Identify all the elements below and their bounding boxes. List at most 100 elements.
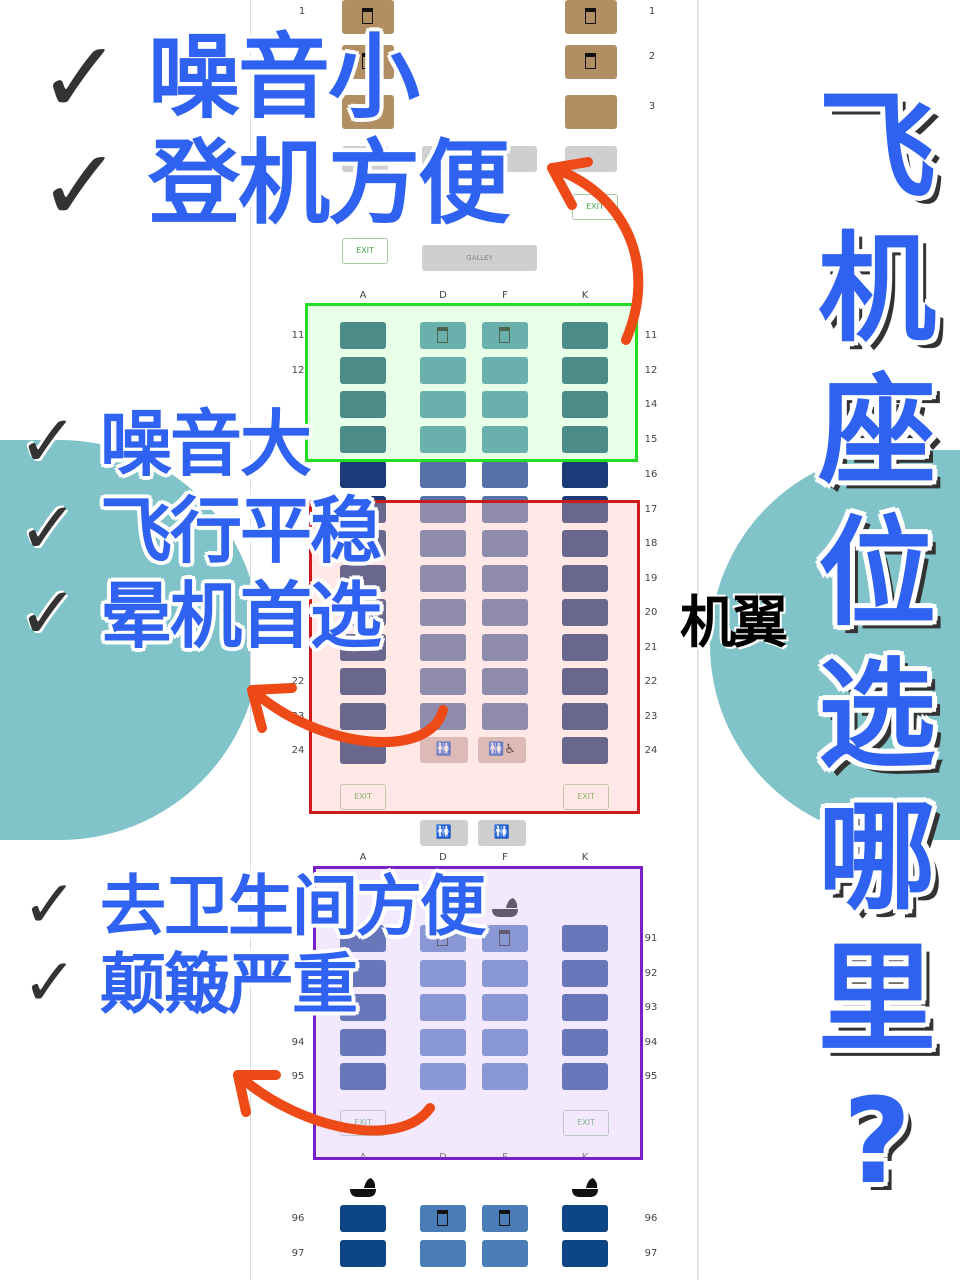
seat-95K[interactable]: [562, 1063, 608, 1090]
seat-16A[interactable]: [340, 461, 386, 488]
exit-sign: EXIT: [340, 784, 386, 810]
seat-97A[interactable]: [340, 1239, 386, 1267]
seat-92F[interactable]: [482, 959, 528, 987]
seat-93K[interactable]: [562, 994, 608, 1021]
seat-3A[interactable]: [342, 95, 394, 129]
seat-12A[interactable]: [340, 356, 386, 384]
bassinet-icon: [572, 1178, 598, 1197]
row-number: 12: [644, 364, 658, 376]
seat-95D[interactable]: [420, 1063, 466, 1090]
check-icon: ✓: [38, 127, 122, 244]
seat-94A[interactable]: [340, 1028, 386, 1056]
seat-11D[interactable]: [420, 322, 466, 349]
seat-11K[interactable]: [562, 322, 608, 349]
seat-22K[interactable]: [562, 668, 608, 695]
seat-21K[interactable]: [562, 633, 608, 661]
seat-97K[interactable]: [562, 1239, 608, 1267]
note-restroom-convenient: 去卫生间方便: [100, 868, 486, 945]
row-number: 95: [291, 1071, 305, 1082]
seat-97D[interactable]: [420, 1239, 466, 1267]
seat-20A[interactable]: [340, 599, 386, 626]
seat-16D[interactable]: [420, 461, 466, 488]
seat-22D[interactable]: [420, 668, 466, 695]
seat-96F[interactable]: [482, 1205, 528, 1232]
seat-94D[interactable]: [420, 1028, 466, 1056]
seat-16F[interactable]: [482, 461, 528, 488]
seat-22F[interactable]: [482, 668, 528, 695]
row-number: 1: [648, 6, 656, 17]
row-number: 94: [644, 1036, 658, 1048]
seat-19F[interactable]: [482, 564, 528, 592]
seat-23K[interactable]: [562, 702, 608, 730]
row-number: 96: [644, 1213, 658, 1224]
seat-91K[interactable]: [562, 925, 608, 952]
seat-24K[interactable]: [562, 737, 608, 764]
seat-3K[interactable]: [565, 95, 617, 129]
seat-15K[interactable]: [562, 425, 608, 453]
seat-93F[interactable]: [482, 994, 528, 1021]
seat-2K[interactable]: [565, 45, 617, 79]
seat-91A[interactable]: [340, 925, 386, 952]
seat-95A[interactable]: [340, 1063, 386, 1090]
row-number: 24: [291, 745, 305, 756]
seat-20D[interactable]: [420, 599, 466, 626]
seat-19K[interactable]: [562, 564, 608, 592]
seat-22A[interactable]: [340, 668, 386, 695]
seat-16K[interactable]: [562, 461, 608, 488]
seat-18F[interactable]: [482, 530, 528, 557]
seat-92A[interactable]: [340, 959, 386, 987]
seat-21F[interactable]: [482, 633, 528, 661]
seat-19D[interactable]: [420, 564, 466, 592]
seat-12D[interactable]: [420, 356, 466, 384]
seat-96K[interactable]: [562, 1205, 608, 1232]
seat-18D[interactable]: [420, 530, 466, 557]
row-number: 93: [644, 1002, 658, 1013]
seat-14D[interactable]: [420, 391, 466, 418]
seat-15A[interactable]: [340, 425, 386, 453]
seat-1K[interactable]: [565, 0, 617, 34]
seat-94F[interactable]: [482, 1028, 528, 1056]
seat-15D[interactable]: [420, 425, 466, 453]
seat-97F[interactable]: [482, 1239, 528, 1267]
seat-91D[interactable]: [420, 925, 466, 952]
seat-91F[interactable]: [482, 925, 528, 952]
seat-11A[interactable]: [340, 322, 386, 349]
row-number: 14: [644, 399, 658, 410]
seat-12K[interactable]: [562, 356, 608, 384]
seat-19A[interactable]: [340, 564, 386, 592]
check-icon: ✓: [22, 944, 78, 1021]
seat-21D[interactable]: [420, 633, 466, 661]
column-label: A: [359, 290, 367, 301]
seat-12F[interactable]: [482, 356, 528, 384]
seat-95F[interactable]: [482, 1063, 528, 1090]
seat-93D[interactable]: [420, 994, 466, 1021]
seat-20K[interactable]: [562, 599, 608, 626]
seat-93A[interactable]: [340, 994, 386, 1021]
arrow-front-head: [547, 157, 593, 210]
seat-18A[interactable]: [340, 530, 386, 557]
seat-2A[interactable]: [342, 45, 394, 79]
arrow-front: [547, 163, 644, 345]
seat-18K[interactable]: [562, 530, 608, 557]
seat-92K[interactable]: [562, 959, 608, 987]
seat-96D[interactable]: [420, 1205, 466, 1232]
column-label: F: [502, 852, 508, 863]
row-number: 96: [291, 1213, 305, 1224]
bassinet-seat-icon: [499, 930, 510, 946]
seat-92D[interactable]: [420, 959, 466, 987]
row-number: 22: [291, 676, 305, 687]
seat-14F[interactable]: [482, 391, 528, 418]
seat-14A[interactable]: [340, 391, 386, 418]
seat-21A[interactable]: [340, 633, 386, 661]
seat-94K[interactable]: [562, 1028, 608, 1056]
seat-20F[interactable]: [482, 599, 528, 626]
seat-11F[interactable]: [482, 322, 528, 349]
check-icon: ✓: [22, 866, 78, 943]
seat-14K[interactable]: [562, 391, 608, 418]
front-zone: [305, 303, 638, 462]
seat-23A[interactable]: [340, 702, 386, 730]
seat-1A[interactable]: [342, 0, 394, 34]
seat-15F[interactable]: [482, 425, 528, 453]
seat-23F[interactable]: [482, 702, 528, 730]
seat-96A[interactable]: [340, 1205, 386, 1232]
